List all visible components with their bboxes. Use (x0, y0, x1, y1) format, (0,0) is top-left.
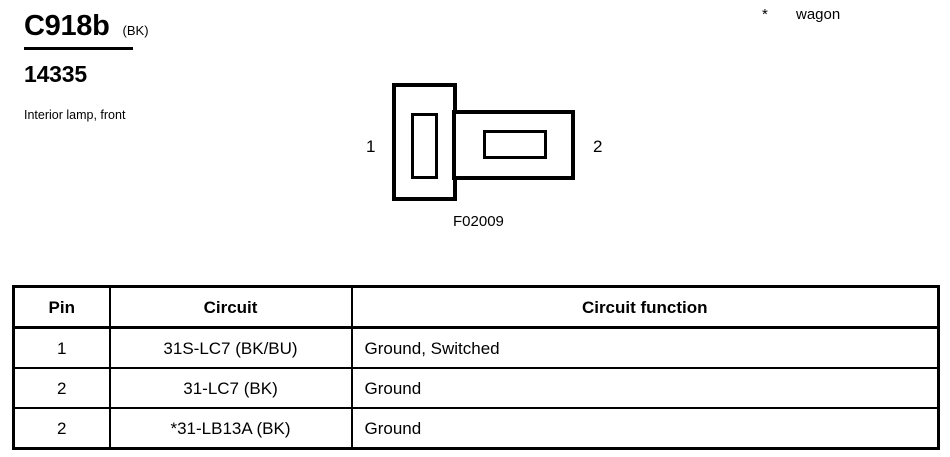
connector-header: C918b (BK) 14335 Interior lamp, front (24, 12, 354, 122)
cell-pin: 2 (12, 367, 111, 409)
cell-function: Ground, Switched (350, 326, 940, 369)
column-header-circuit: Circuit (108, 285, 353, 329)
connector-id: C918b (24, 10, 110, 42)
connector-part-number: 14335 (24, 61, 87, 87)
connector-body-left (392, 83, 457, 201)
pin-label-1: 1 (366, 137, 376, 156)
table-row: 2 *31-LB13A (BK) Ground (12, 407, 940, 450)
cell-circuit: 31S-LC7 (BK/BU) (108, 326, 353, 369)
footnote-text: wagon (796, 6, 841, 23)
connector-cavity-1 (411, 113, 438, 179)
pin-label-2: 2 (593, 137, 603, 156)
cell-function: Ground (350, 407, 940, 450)
cell-circuit: 31-LC7 (BK) (108, 367, 353, 409)
pin-table-container: Pin Circuit Circuit function 1 31S-LC7 (… (12, 285, 940, 450)
connector-face-diagram: 1 2 F02009 (355, 78, 615, 238)
connector-face-code: F02009 (453, 213, 504, 230)
cell-pin: 1 (12, 326, 111, 369)
connector-color-code: (BK) (122, 23, 149, 38)
column-header-function: Circuit function (350, 285, 940, 329)
connector-id-row: C918b (BK) (24, 12, 354, 41)
footnote-marker: * (762, 6, 768, 23)
connector-cavity-2 (483, 130, 547, 159)
table-row: 1 31S-LC7 (BK/BU) Ground, Switched (12, 326, 940, 369)
connector-id-underline (24, 47, 133, 50)
cell-function: Ground (350, 367, 940, 409)
footnote: * wagon (762, 6, 840, 23)
cell-pin: 2 (12, 407, 111, 450)
table-header-row: Pin Circuit Circuit function (12, 285, 940, 329)
pin-table: Pin Circuit Circuit function 1 31S-LC7 (… (12, 285, 940, 450)
column-header-pin: Pin (12, 285, 111, 329)
cell-circuit: *31-LB13A (BK) (108, 407, 353, 450)
connector-description: Interior lamp, front (24, 108, 126, 122)
table-row: 2 31-LC7 (BK) Ground (12, 367, 940, 409)
